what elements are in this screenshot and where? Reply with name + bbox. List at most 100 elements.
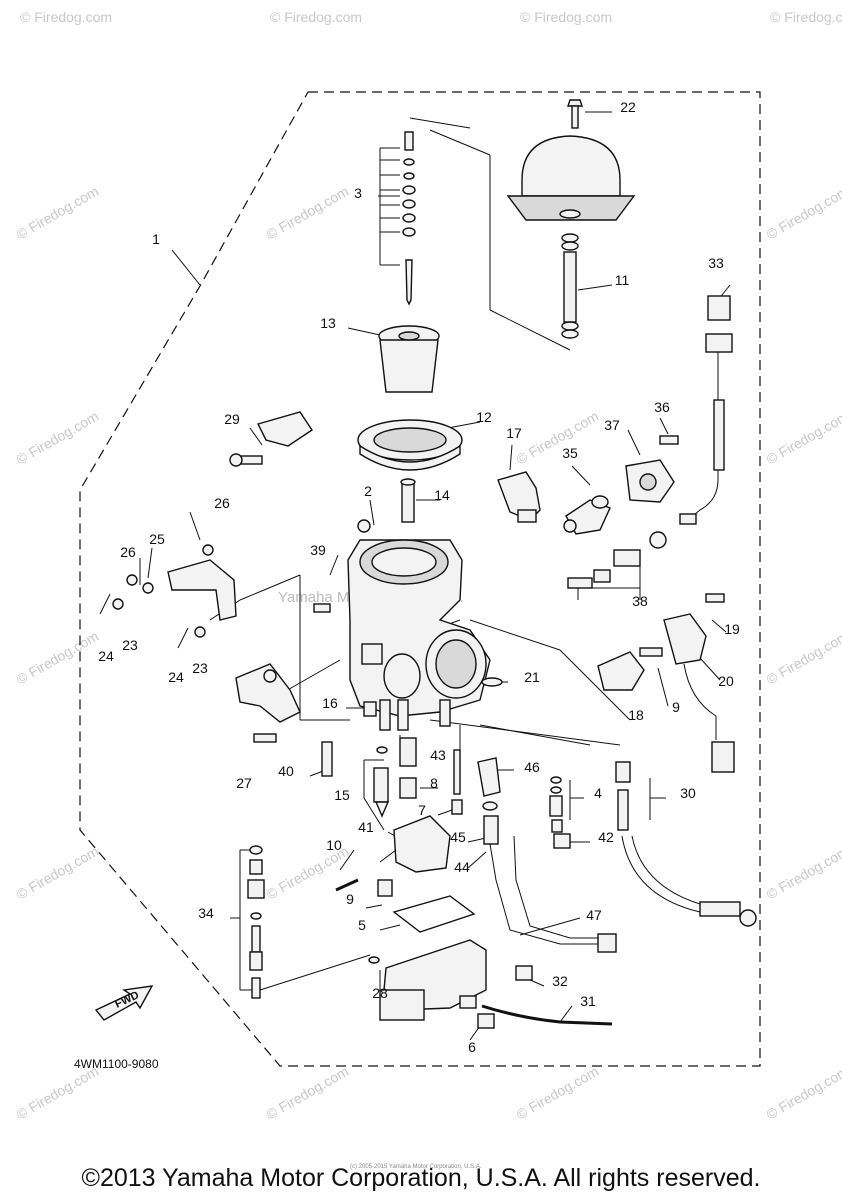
- watermark: © Firedog.com: [520, 9, 612, 25]
- watermark: © Firedog.com: [764, 183, 842, 243]
- callout-number: 39: [310, 542, 326, 558]
- callout-number: 40: [278, 763, 294, 779]
- callout-number: 9: [346, 891, 354, 907]
- callout-number: 7: [418, 802, 426, 818]
- part-switch-20: [663, 593, 735, 773]
- part-screw-2: [357, 519, 371, 533]
- part-piston-13: [378, 325, 440, 393]
- callout-number: 25: [149, 531, 165, 547]
- callout-number: 22: [620, 99, 636, 115]
- part-diaphragm-35: [563, 495, 611, 535]
- watermark: © Firedog.com: [264, 1063, 352, 1123]
- part-holder-46: [477, 757, 501, 797]
- callout-number: 6: [468, 1039, 476, 1055]
- part-plate-18: [597, 647, 663, 691]
- callout-number: 14: [434, 487, 450, 503]
- part-screw-9: [377, 879, 393, 897]
- callout-number: 1: [152, 231, 160, 247]
- callout-number: 5: [358, 917, 366, 933]
- part-sensor-44: [482, 801, 617, 953]
- part-float-bowl: [368, 939, 487, 1021]
- callout-number: 41: [358, 819, 374, 835]
- part-piston-rod-11: [561, 233, 579, 339]
- part-drain-hose-31: [481, 1004, 613, 1026]
- callout-number: 36: [654, 399, 670, 415]
- part-jet-43: [399, 737, 417, 767]
- part-pin-10: [335, 878, 359, 892]
- callout-number: 13: [320, 315, 336, 331]
- part-cable-33: [679, 295, 733, 525]
- part-cover-37: [625, 459, 675, 503]
- callout-number: 12: [476, 409, 492, 425]
- callout-number: 20: [718, 673, 734, 689]
- callout-number: 27: [236, 775, 252, 791]
- part-diaphragm-12: [357, 419, 463, 471]
- callout-number: 26: [214, 495, 230, 511]
- callout-number: 47: [586, 907, 602, 923]
- fwd-arrow-icon: FWD: [94, 985, 154, 1021]
- callout-number: 19: [724, 621, 740, 637]
- callout-number: 33: [708, 255, 724, 271]
- callout-number: 37: [604, 417, 620, 433]
- watermark: © Firedog.com: [764, 843, 842, 903]
- watermark: © Firedog.com: [20, 9, 112, 25]
- callout-number: 35: [562, 445, 578, 461]
- callout-number: 11: [615, 272, 630, 288]
- part-screw-39: [313, 603, 331, 613]
- callout-number: 21: [524, 669, 540, 685]
- part-carb-body: [347, 539, 491, 731]
- callout-number: 32: [552, 973, 568, 989]
- part-screw-16: [363, 701, 377, 717]
- callout-number: 15: [334, 787, 350, 803]
- callout-number: 38: [632, 593, 648, 609]
- callout-number: 8: [430, 775, 438, 791]
- part-bracket-26: [99, 544, 237, 649]
- callout-number: 18: [628, 707, 644, 723]
- part-screw-22: [567, 99, 583, 129]
- watermark: © Firedog.com: [764, 408, 842, 468]
- part-float-41: [379, 815, 451, 873]
- callout-number: 42: [598, 829, 614, 845]
- watermark: © Firedog.com: [14, 408, 102, 468]
- callout-number: 4: [594, 785, 602, 801]
- tiny-notice: (c) 2005-2015 Yamaha Motor Corporation, …: [350, 1164, 482, 1170]
- watermark: © Firedog.com: [270, 9, 362, 25]
- callout-number: 44: [454, 859, 470, 875]
- part-float-valve-15: [373, 746, 390, 818]
- callout-layer: 1234567899101112131415161718192021222323…: [98, 99, 740, 1055]
- callout-number: 9: [672, 699, 680, 715]
- callout-number: 30: [680, 785, 696, 801]
- callout-number: 16: [322, 695, 338, 711]
- watermark: © Firedog.com: [764, 1063, 842, 1123]
- callout-number: 43: [430, 747, 446, 763]
- part-screw-14: [400, 478, 416, 523]
- part-needle-assembly-3: [402, 131, 416, 306]
- part-hose-30: [615, 761, 757, 927]
- callout-number: 2: [364, 483, 372, 499]
- callout-number: 45: [450, 829, 466, 845]
- watermark: © Firedog.com: [14, 843, 102, 903]
- watermark: © Firedog.com: [514, 408, 602, 468]
- copyright-notice: ©2013 Yamaha Motor Corporation, U.S.A. A…: [81, 1164, 761, 1192]
- callout-number: 28: [372, 985, 388, 1001]
- callout-number: 23: [122, 637, 138, 653]
- part-plug-42: [553, 833, 571, 849]
- part-screw-32: [515, 965, 533, 981]
- assembly-outline: [79, 91, 761, 1067]
- diagram-code: 4WM1100-9080: [74, 1057, 159, 1071]
- part-pilot-assembly-34: [247, 845, 265, 999]
- watermark: © Firedog.com: [14, 1063, 102, 1123]
- part-oring-21: [481, 677, 503, 687]
- callout-number: 23: [192, 660, 208, 676]
- watermark: © Firedog.com: [264, 183, 352, 243]
- callout-number: 31: [580, 993, 596, 1009]
- part-jet-7: [451, 749, 463, 815]
- part-valve-38: [567, 531, 667, 589]
- part-drain-screw-6: [477, 1013, 495, 1029]
- part-jet-40: [321, 741, 333, 777]
- part-cap-17: [497, 471, 541, 523]
- part-screw-36: [659, 435, 679, 445]
- callout-number: 10: [326, 837, 342, 853]
- callout-number: 46: [524, 759, 540, 775]
